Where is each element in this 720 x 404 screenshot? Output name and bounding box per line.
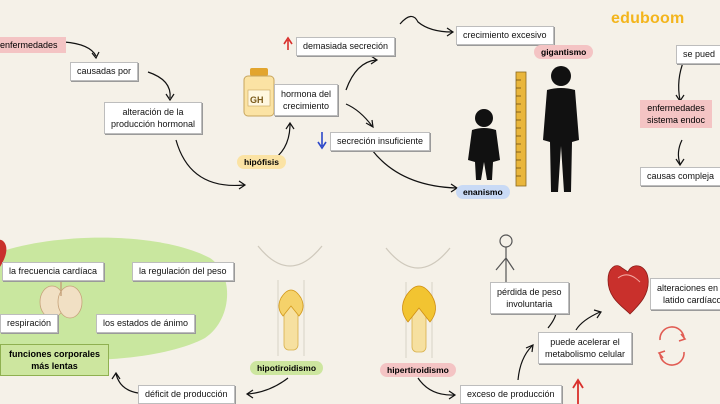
regulacion-box: la regulación del peso bbox=[132, 262, 234, 281]
hipofisis-label: hipófisis bbox=[237, 155, 286, 169]
up-arrow-marker bbox=[283, 36, 293, 50]
acelerar-line-1: puede acelerar el bbox=[550, 337, 620, 347]
funciones-corporales-label: funciones corporales más lentas bbox=[0, 344, 110, 376]
deficit-box: déficit de producción bbox=[138, 385, 235, 404]
short-person-icon bbox=[468, 109, 500, 180]
alteracion-box: alteración de la producción hormonal bbox=[104, 102, 203, 134]
perdida-line-2: involuntaria bbox=[506, 299, 553, 309]
frecuencia-box: la frecuencia cardíaca bbox=[2, 262, 105, 281]
alteracion-line-1: alteración de la bbox=[122, 107, 184, 117]
heart-icon bbox=[0, 239, 7, 267]
hormona-line-2: crecimiento bbox=[283, 101, 330, 111]
perdida-peso-box: pérdida de peso involuntaria bbox=[490, 282, 569, 314]
lungs-icon bbox=[39, 282, 83, 319]
hormona-box: hormona del crecimiento bbox=[274, 84, 339, 116]
acelerar-line-2: metabolismo celular bbox=[545, 349, 626, 359]
alteraciones-line-1: alteraciones en el bbox=[657, 283, 720, 293]
eduboom-logo: eduboom bbox=[611, 10, 685, 27]
hipertiroidismo-label: hipertiroidismo bbox=[380, 363, 456, 377]
estados-box: los estados de ánimo bbox=[96, 314, 196, 333]
enf-endo-line-1: enfermedades bbox=[647, 103, 705, 113]
enfermedades-label: enfermedades bbox=[0, 37, 66, 53]
acelerar-metabolismo-box: puede acelerar el metabolismo celular bbox=[538, 332, 633, 364]
alteracion-line-2: producción hormonal bbox=[111, 119, 196, 129]
ruler-icon bbox=[515, 71, 527, 187]
gh-vial-icon bbox=[243, 68, 275, 117]
demasiada-secrecion-box: demasiada secreción bbox=[296, 37, 396, 56]
hipotiroidismo-label: hipotiroidismo bbox=[250, 361, 324, 375]
funciones-line-2: más lentas bbox=[31, 361, 78, 371]
enfermedades-endocrino-label: enfermedades sistema endoc bbox=[640, 100, 713, 128]
connector-arrows bbox=[63, 15, 685, 400]
stick-figure-icon bbox=[495, 234, 515, 305]
green-blob bbox=[0, 237, 228, 361]
heart-right-icon bbox=[607, 265, 649, 315]
crecimiento-excesivo-box: crecimiento excesivo bbox=[456, 26, 554, 45]
gigantismo-label: gigantismo bbox=[534, 45, 594, 59]
se-pueden-box: se pued bbox=[676, 45, 720, 64]
cycle-arrows-icon bbox=[657, 326, 687, 366]
causas-complejas-box: causas compleja bbox=[640, 167, 720, 186]
perdida-line-1: pérdida de peso bbox=[497, 287, 562, 297]
causadas-por-box: causadas por bbox=[70, 62, 139, 81]
down-arrow-marker bbox=[317, 132, 327, 150]
hyperthyroid-neck-icon bbox=[385, 247, 451, 358]
enanismo-label: enanismo bbox=[456, 185, 510, 199]
secrecion-insuficiente-box: secreción insuficiente bbox=[330, 132, 431, 151]
exceso-box: exceso de producción bbox=[460, 385, 562, 404]
alteraciones-latido-box: alteraciones en el latido cardíaco bbox=[650, 278, 720, 310]
respiracion-box: respiración bbox=[0, 314, 59, 333]
tall-person-icon bbox=[543, 66, 579, 192]
up-arrow-marker-bottom bbox=[572, 378, 584, 404]
gh-label: GH bbox=[250, 95, 264, 105]
hypothyroid-neck-icon bbox=[257, 245, 323, 356]
funciones-line-1: funciones corporales bbox=[9, 349, 101, 359]
enf-endo-line-2: sistema endoc bbox=[647, 115, 706, 125]
hormona-line-1: hormona del bbox=[281, 89, 332, 99]
alteraciones-line-2: latido cardíaco bbox=[663, 295, 720, 305]
